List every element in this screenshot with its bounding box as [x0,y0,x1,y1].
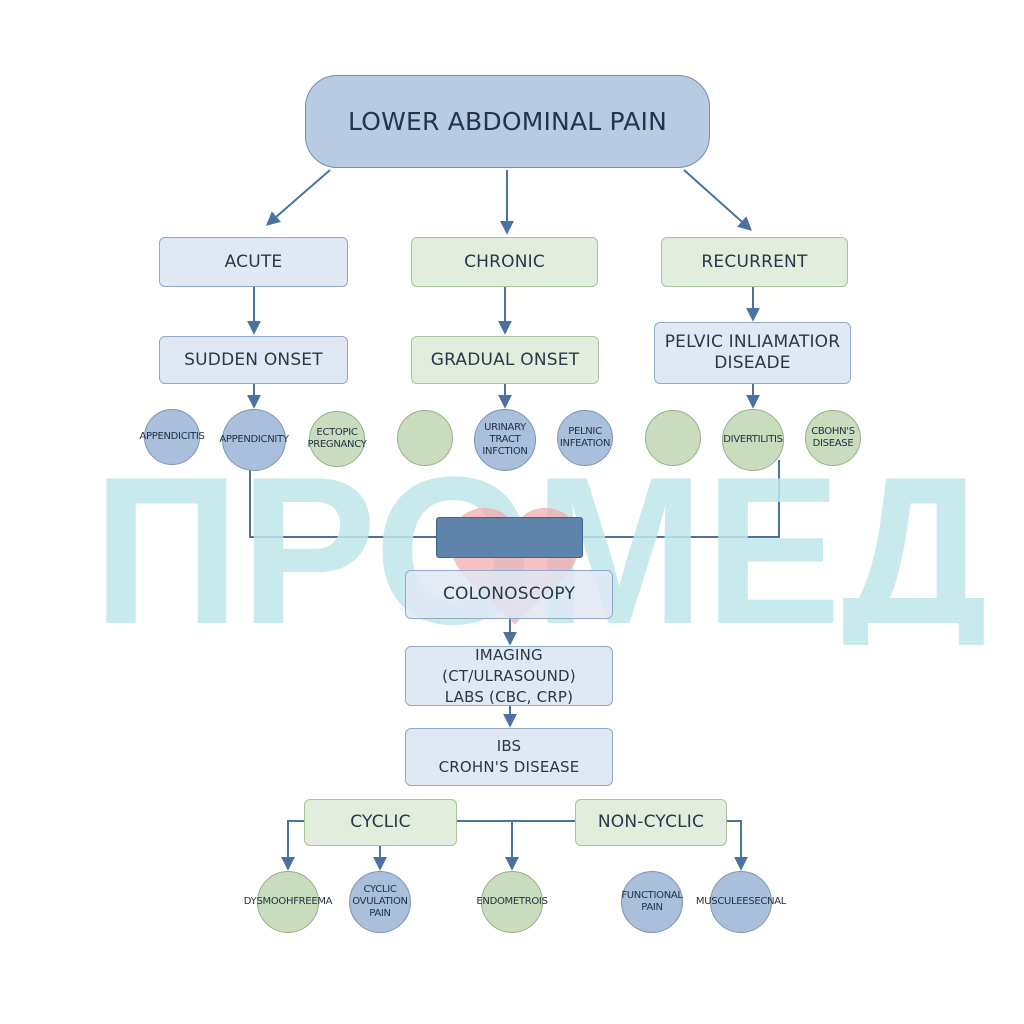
node-chronic: CHRONIC [411,237,598,287]
circle-cyclic-ovulation-pain: CYCLIC OVULATION PAIN [349,871,411,933]
circle-empty-2 [645,410,701,466]
node-sudden-onset: SUDDEN ONSET [159,336,348,384]
circle-appendicitis: APPENDICITIS [139,409,205,465]
node-ibs-crohns: IBS CROHN'S DISEASE [405,728,613,786]
line-left-to-bar [249,470,436,538]
circle-urinary-tract-infection: URINARY TRACT INFCTION [474,409,536,471]
circle-musculoskeletal: MUSCULEESECNAL [696,871,786,933]
circle-ectopic-pregnancy: ECTOPIC PREGNANCY [307,411,367,467]
line-right-to-bar [583,460,780,538]
arrow-noncyclic-msk [727,820,748,871]
arrow-root-recurrent [683,169,753,231]
node-recurrent: RECURRENT [661,237,848,287]
node-gradual-onset: GRADUAL ONSET [411,336,599,384]
circle-dysmenorrhea: DYSMOOHFREEMA [244,871,333,933]
node-acute: ACUTE [159,237,348,287]
node-non-cyclic: NON-CYCLIC [575,799,727,846]
circle-functional-pain: FUNCTIONAL PAIN [621,871,683,933]
arrow-root-acute [265,169,331,226]
arrow-cyclic-dysmenorrhea [281,820,304,871]
merge-bar [436,517,583,558]
root-node: LOWER ABDOMINAL PAIN [305,75,710,168]
node-cyclic: CYCLIC [304,799,457,846]
node-colonoscopy: COLONOSCOPY [405,570,613,619]
circle-diverticulitis: DIVERTILITIS [722,409,784,471]
circle-empty-1 [397,410,453,466]
node-imaging-labs: IMAGING (CT/ULRASOUND) LABS (CBC, CRP) [405,646,613,706]
circle-crohns-disease: CBOHN'S DISEASE [805,410,861,466]
circle-appendicity: APPENDICNITY [219,409,289,471]
node-pelvic-inflammatory-disease: PELVIC INLIAMATIOR DISEADE [654,322,851,384]
circle-endometriosis: ENDOMETROIS [476,871,548,933]
circle-pelvic-infection: PELNIC INFEATION [557,410,613,466]
